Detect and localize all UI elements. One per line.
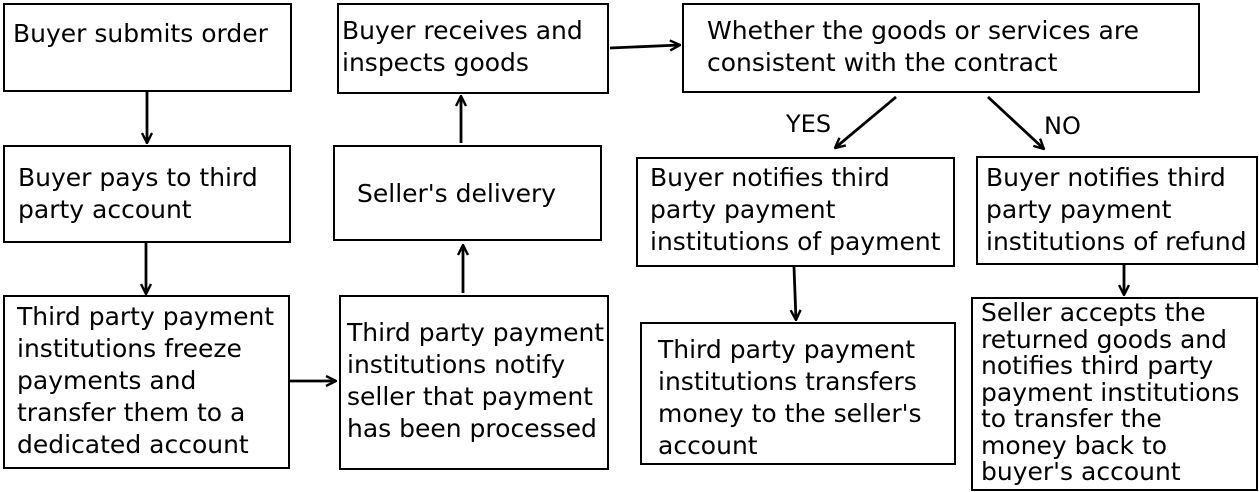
node-notify-seller-text: Third party payment institutions notify … xyxy=(347,318,605,443)
node-submit-order-text: Buyer submits order xyxy=(13,19,268,48)
node-notify-payment: Buyer notifies third party payment insti… xyxy=(636,157,955,267)
node-consistency-check: Whether the goods or services are consis… xyxy=(682,3,1200,93)
arrow-receive-to-check xyxy=(609,45,680,48)
arrow-notify-payment-to-transfer xyxy=(794,266,796,320)
node-refund-back: Seller accepts the returned goods and no… xyxy=(971,297,1258,491)
node-notify-seller: Third party payment institutions notify … xyxy=(339,295,609,470)
node-notify-refund-text: Buyer notifies third party payment insti… xyxy=(986,163,1247,256)
node-consistency-check-text: Whether the goods or services are consis… xyxy=(707,16,1139,77)
edge-label-no: NO xyxy=(1044,112,1081,140)
edge-label-yes: YES xyxy=(786,110,832,138)
node-freeze-payments: Third party payment institutions freeze … xyxy=(3,295,290,469)
node-pay-third-party-text: Buyer pays to third party account xyxy=(18,163,258,224)
arrow-check-to-notify-payment xyxy=(835,95,897,148)
node-notify-refund: Buyer notifies third party payment insti… xyxy=(976,156,1258,265)
node-refund-back-text: Seller accepts the returned goods and no… xyxy=(981,298,1240,486)
node-freeze-payments-text: Third party payment institutions freeze … xyxy=(17,302,275,459)
arrow-check-to-notify-refund xyxy=(987,95,1044,149)
node-pay-third-party: Buyer pays to third party account xyxy=(3,145,291,243)
node-seller-delivery: Seller's delivery xyxy=(333,145,602,241)
node-transfer-to-seller: Third party payment institutions transfe… xyxy=(640,322,956,465)
node-submit-order: Buyer submits order xyxy=(3,3,292,92)
node-transfer-to-seller-text: Third party payment institutions transfe… xyxy=(658,335,922,460)
node-receive-inspect-text: Buyer receives and inspects goods xyxy=(342,16,583,77)
node-receive-inspect: Buyer receives and inspects goods xyxy=(337,3,609,94)
node-notify-payment-text: Buyer notifies third party payment insti… xyxy=(650,163,941,256)
node-seller-delivery-text: Seller's delivery xyxy=(357,179,557,208)
